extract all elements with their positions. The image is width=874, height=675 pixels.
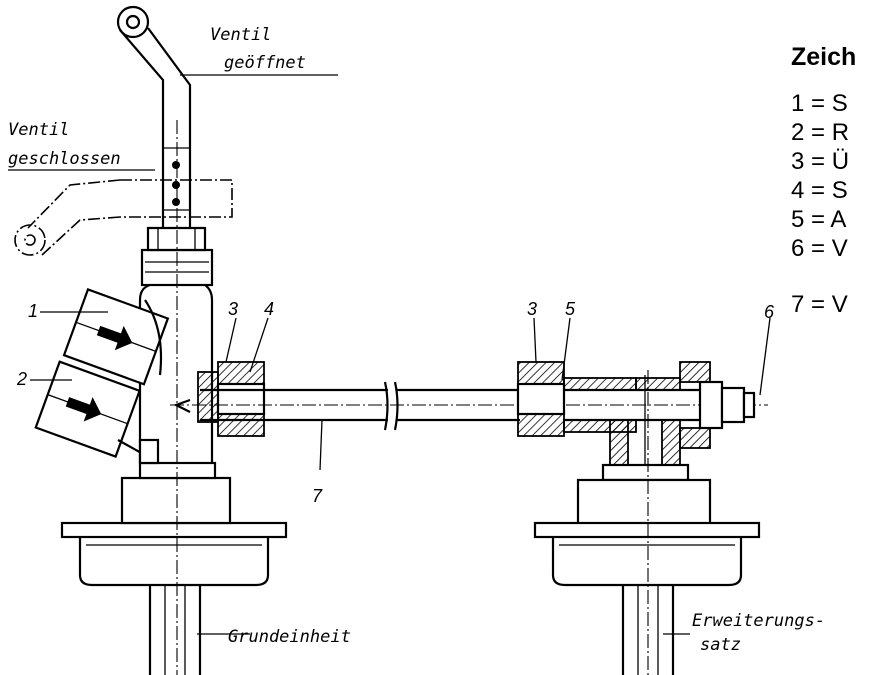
- callout-6: 6: [764, 302, 775, 322]
- legend-item-3: 3 = Ü: [791, 148, 849, 175]
- label-valve-open-1: Ventil: [210, 25, 271, 45]
- base-unit-drawing: [14, 5, 288, 675]
- callout-3-left: 3: [228, 299, 238, 319]
- label-extension-set-2: satz: [700, 635, 741, 655]
- extension-unit-drawing: [533, 370, 761, 675]
- legend-item-6: 6 = V: [791, 235, 848, 262]
- legend-item-1: 1 = S: [791, 90, 848, 117]
- legend-item-2: 2 = R: [791, 119, 849, 146]
- legend-item-4: 4 = S: [791, 177, 848, 204]
- callout-2: 2: [16, 369, 27, 389]
- legend-item-5: 5 = A: [791, 206, 846, 233]
- callout-1: 1: [28, 301, 38, 321]
- callout-3-right: 3: [527, 299, 537, 319]
- legend-item-7: 7 = V: [791, 291, 848, 318]
- label-extension-set-1: Erweiterungs-: [692, 611, 825, 631]
- connecting-pipe-drawing: [170, 361, 768, 470]
- label-valve-open-2: geöffnet: [224, 53, 306, 73]
- callout-4: 4: [264, 299, 274, 319]
- label-base-unit: Grundeinheit: [228, 627, 351, 647]
- callout-7: 7: [312, 486, 323, 506]
- label-valve-closed-1: Ventil: [8, 120, 69, 140]
- label-valve-closed-2: geschlossen: [8, 149, 121, 169]
- legend: Zeich 1 = S 2 = R 3 = Ü 4 = S 5 = A 6 = …: [791, 43, 856, 318]
- legend-title: Zeich: [791, 43, 856, 71]
- callout-5: 5: [565, 299, 576, 319]
- leader-lines: [8, 74, 771, 635]
